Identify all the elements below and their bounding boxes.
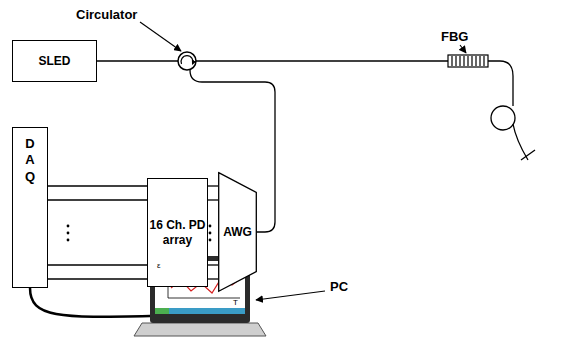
channel-line bbox=[48, 264, 147, 265]
data-cable bbox=[30, 288, 150, 317]
channel-line bbox=[208, 278, 218, 279]
channel-line bbox=[48, 278, 147, 279]
photodiode-array-box: 16 Ch. PD array bbox=[147, 178, 208, 287]
axis-label: T bbox=[233, 299, 238, 307]
leader-arrow bbox=[140, 22, 181, 51]
box-label: 16 Ch. PD array bbox=[148, 218, 207, 247]
leader-arrow bbox=[256, 291, 325, 300]
channel-line bbox=[208, 264, 218, 265]
source-box: SLED bbox=[12, 40, 97, 82]
daq-box: D A Q bbox=[12, 127, 48, 288]
circulator-symbol bbox=[178, 52, 196, 70]
channel-line bbox=[48, 199, 147, 200]
channel-line bbox=[48, 185, 147, 186]
box-label: AWG bbox=[223, 225, 252, 239]
fiber bbox=[196, 60, 448, 61]
leader-arrow bbox=[460, 45, 466, 53]
fbg-grating bbox=[448, 55, 488, 67]
fiber-loop bbox=[491, 106, 515, 130]
awg-trapezoid: AWG bbox=[218, 172, 257, 292]
channel-line bbox=[208, 199, 218, 200]
callout-label: Circulator bbox=[76, 8, 137, 21]
fiber bbox=[488, 61, 513, 106]
fiber bbox=[513, 124, 528, 160]
axis-label: ε bbox=[157, 262, 161, 270]
fiber-end bbox=[521, 150, 535, 160]
box-label: SLED bbox=[38, 54, 70, 68]
channel-line bbox=[208, 185, 218, 186]
callout-label: PC bbox=[330, 280, 348, 293]
fiber bbox=[97, 60, 178, 61]
callout-label: FBG bbox=[441, 30, 468, 43]
box-label: D A Q bbox=[24, 136, 36, 185]
